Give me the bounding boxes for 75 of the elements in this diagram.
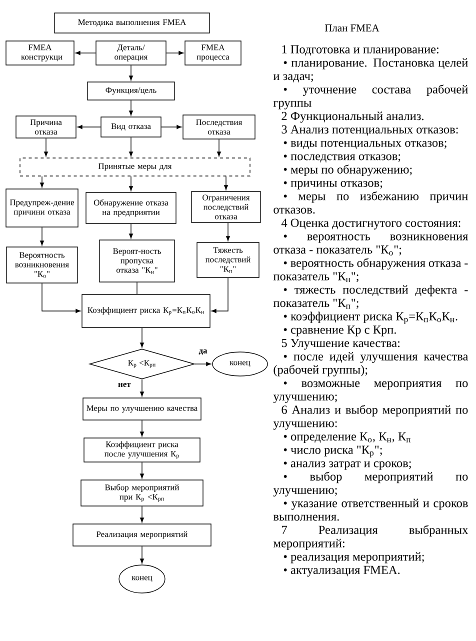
arrow [129, 137, 133, 157]
edge-label: нет [117, 382, 132, 388]
arrow [140, 462, 144, 479]
plan-title: План FMEA [324, 24, 380, 32]
arrow [129, 224, 133, 239]
plan-heading: 3 Анализ потенциальных отказов: [282, 125, 458, 136]
bullet-item: • определение К$_{о}$, К$_{н}$, К$_{п}$ [284, 432, 411, 444]
arrow [129, 176, 133, 192]
process-box: Функция/цель [87, 82, 175, 100]
bullet-item: • планирование. Постановка целей и задач; [273, 58, 468, 82]
plan-heading: 7 Реализация выбранных мероприятий: [273, 525, 468, 550]
arrow [40, 176, 44, 188]
bullet-item: • меры по обнаружению; [284, 164, 412, 176]
arrow [226, 222, 230, 242]
process-box: Деталь/ операция [96, 40, 166, 66]
process-box: Предупреж-дение причини отказа [6, 188, 78, 228]
bullet-item: • анализ затрат и сроков; [284, 461, 411, 470]
arrow [224, 176, 228, 190]
bullet-item: • коэффициент риска К$_{р}$=К$_{п}$К$_{о}$К$_{н}$. [284, 312, 458, 324]
process-box: Коэффициент риска после улучшения К$_{р}$ [84, 438, 200, 462]
process-box: FMEA процесса [184, 40, 242, 66]
arrow [40, 227, 44, 246]
arrow [129, 100, 133, 116]
edge-label: да [198, 348, 208, 356]
process-box: Последствия отказа [182, 114, 256, 140]
bullet-item: • вероятность возникновения отказа - показатель "К$_{о}$"; [274, 234, 468, 256]
process-box: Ограничения последствий отказа [191, 191, 261, 223]
bullet-item: • уточнение состава рабочей группы [273, 84, 468, 110]
plan-heading: 2 Функциональный анализ. [282, 112, 424, 123]
process-box: FMEA конструкци [6, 40, 74, 66]
process-box: Тяжесть последствий "К$_{п}$" [196, 242, 260, 278]
arrow [42, 283, 81, 313]
plan-heading: 5 Улучшение качества: [282, 338, 400, 350]
bullet-item: • вероятность обнаружения отказа - показатель "К$_{н}$"; [273, 258, 468, 282]
bullet-item: • виды потенциальных отказов; [284, 140, 446, 150]
arrow [75, 51, 96, 55]
bullet-item: • указание ответственный и сроков выполнения. [273, 498, 468, 521]
bullet-item: • причины отказов; [284, 181, 382, 190]
arrow [140, 379, 144, 397]
process-box: Обнаружение отказа на предприятии [86, 192, 176, 224]
process-box: Принятые меры для [20, 158, 250, 176]
plan-heading: 4 Оценка достигнутого состояния: [281, 218, 460, 230]
process-box: Вид отказа [100, 116, 162, 138]
arrow [166, 51, 184, 55]
process-box: Причина отказа [16, 116, 76, 138]
process-box: Меры по улучшению качества [82, 398, 202, 420]
arrow [140, 506, 144, 523]
bullet-item: • последствия отказов; [284, 154, 400, 162]
plan-heading: 1 Подготовка и планирование: [282, 45, 438, 56]
arrow [140, 328, 144, 348]
bullet-item: • реализация мероприятий; [284, 552, 424, 564]
bullet-item: • тяжесть последствий дефекта - показатель "К$_{п}$"; [273, 285, 468, 309]
bullet-item: • число риска "К$_{р}$"; [284, 446, 382, 458]
process-box: Вероятность возникновения "К$_{о}$" [6, 246, 78, 284]
process-box: Коэффициент риска К$_{р}$=К$_{п}$К$_{о}$К$_{н}$ [82, 294, 210, 328]
arrow [194, 362, 212, 366]
bullet-item: • сравнение Кр с Крп. [284, 326, 396, 336]
bullet-item: • актуализация FMEA. [284, 566, 400, 577]
bullet-item: • возможные мероприятия по улучшению; [273, 381, 468, 404]
process-box: Выбор мероприятий при К$_{р}$ <К$_{рп}$ [80, 480, 204, 506]
arrow [211, 278, 228, 313]
arrow [140, 546, 144, 564]
arrow [140, 420, 144, 437]
plan-heading: 6 Анализ и выбор мероприятий по улучшению: [273, 404, 468, 430]
arrow [129, 65, 133, 81]
arrow [161, 125, 182, 129]
bullet-item: • выбор мероприятий по улучшению; [273, 472, 468, 496]
bullet-item: • меры по избежанию причин отказов. [274, 191, 468, 214]
process-box: Методика выполнения FMEA [54, 12, 210, 34]
bullet-item: • после идей улучшения качества (рабочей группы); [274, 352, 468, 376]
process-box: Реализация мероприятий [72, 524, 212, 546]
arrow [77, 125, 101, 129]
process-box: Вероят-ность пропуска отказа "К$_{н}$" [99, 240, 175, 282]
arrow [217, 139, 221, 157]
arrow [44, 138, 48, 157]
